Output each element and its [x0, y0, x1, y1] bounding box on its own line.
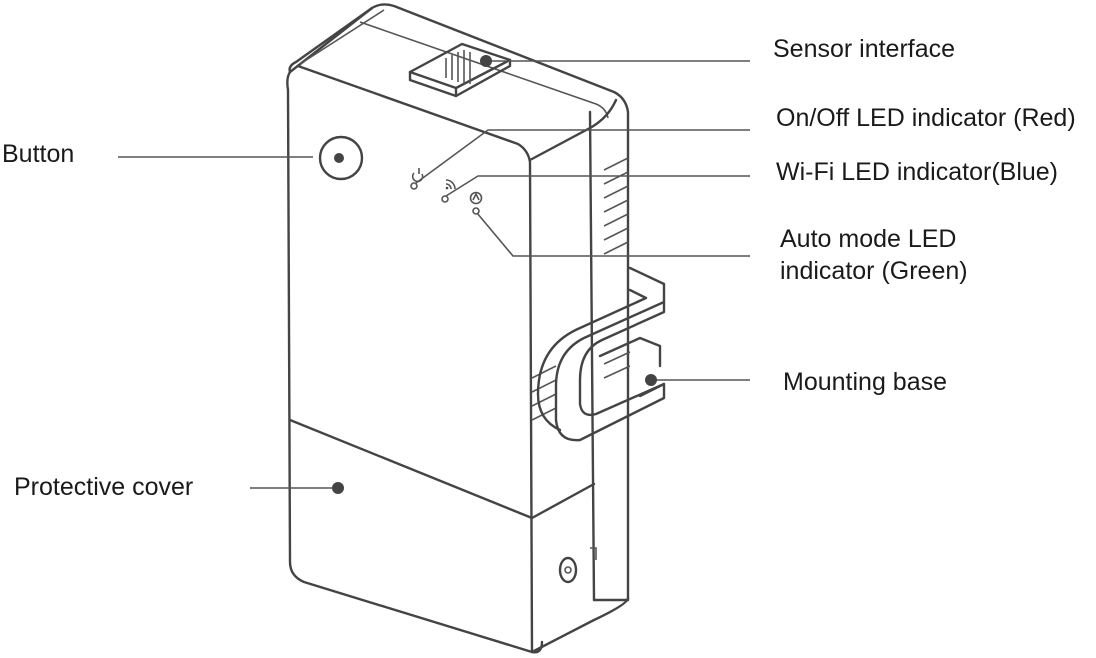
side-vents-lower — [531, 365, 557, 421]
device-body — [286, 3, 630, 654]
leader-dots — [332, 55, 657, 494]
wifi-icon — [445, 179, 456, 190]
leader-lines — [118, 60, 750, 489]
label-wifi-led: Wi-Fi LED indicator(Blue) — [776, 158, 1059, 186]
label-auto-mode-led: Auto mode LED indicator (Green) — [780, 223, 968, 287]
label-on-off-led: On/Off LED indicator (Red) — [776, 104, 1076, 132]
sensor-port — [408, 42, 512, 98]
label-mounting-base: Mounting base — [783, 368, 948, 396]
label-protective-cover: Protective cover — [14, 473, 194, 501]
label-button: Button — [2, 140, 75, 168]
label-auto-mode-led-line1: Auto mode LED — [780, 225, 957, 253]
leader-on-off-led — [415, 129, 750, 184]
mounting-base-clip — [536, 266, 666, 442]
device-button — [318, 135, 364, 181]
auto-mode-icon — [469, 191, 483, 205]
led-indicators — [410, 168, 483, 215]
label-sensor-interface: Sensor interface — [773, 35, 956, 63]
label-auto-mode-led-line2: indicator (Green) — [780, 257, 968, 285]
leader-wifi-led — [445, 175, 750, 197]
side-vents-upper — [603, 157, 629, 255]
leader-auto-mode-led — [476, 212, 750, 257]
